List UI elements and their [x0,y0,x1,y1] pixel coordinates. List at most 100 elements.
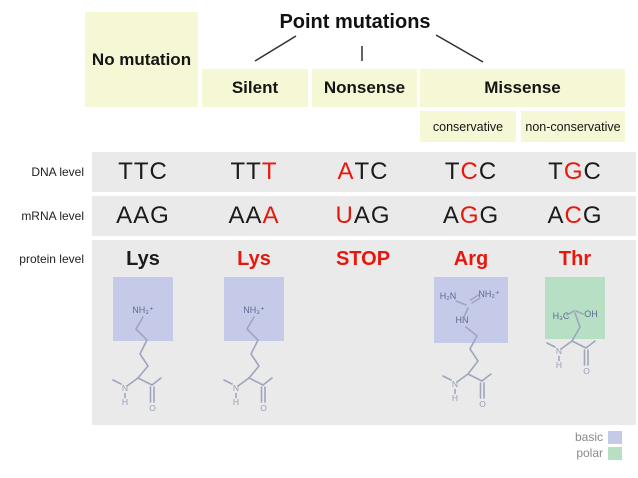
protein-cell: Thr [520,240,630,278]
svg-text:N: N [452,379,458,389]
dna-codon-letter: T [133,158,150,185]
legend-label-polar: polar [576,446,603,460]
svg-text:H: H [122,397,128,407]
threonine-structure-wrap: H₃C OH N H O [530,277,620,389]
dna-codon: TTT [199,152,309,192]
row-label-dna: DNA level [31,165,84,179]
basic-highlight-box [113,277,173,341]
protein-name: Lys [237,247,271,270]
svg-text:O: O [149,403,156,413]
mrna-codon-letter: G [370,202,391,229]
svg-text:NH₂⁺: NH₂⁺ [478,289,499,299]
dna-codon-letter: T [548,158,564,185]
dna-codon-text: TGC [548,158,602,186]
mrna-codon: AAG [88,196,198,236]
svg-text:H₃C: H₃C [553,311,570,321]
svg-text:O: O [479,399,486,409]
dna-codon: TCC [416,152,526,192]
basic-highlight-box [434,277,508,343]
dna-codon-letter: G [563,158,584,185]
branch-missense: Missense [420,69,625,107]
dna-row-band [92,152,636,192]
svg-text:N: N [122,383,128,393]
mrna-codon-letter: G [150,202,170,229]
dna-codon-letter: A [337,158,355,185]
mrna-codon-letter: A [442,202,460,229]
mrna-codon-text: AAA [228,202,279,230]
dna-codon-letter: C [370,158,389,185]
mrna-codon-letter: A [245,202,263,229]
protein-cell: Lys [88,240,198,278]
lysine-structure: NH₃⁺ N H O [112,277,173,413]
dna-codon-letter: T [246,158,262,185]
dna-codon-text: ATC [337,158,388,186]
dna-codon-letter: T [444,158,461,185]
basic-highlight-box [224,277,284,341]
mrna-codon-letter: A [262,202,280,229]
arginine-structure-wrap: H₂N NH₂⁺ HN N H O [426,277,516,427]
mrna-codon: AAA [199,196,309,236]
threonine-structure: H₃C OH N H O [545,277,605,376]
lysine-structure: NH₃⁺ N H O [223,277,284,413]
dna-codon-text: TCC [445,158,497,186]
diagram-title: Point mutations [279,11,431,33]
mrna-codon-letter: G [479,202,500,229]
legend-swatch-basic [608,430,622,444]
mrna-codon-letter: A [228,202,246,229]
svg-text:NH₃⁺: NH₃⁺ [243,305,265,315]
branch-silent: Silent [202,69,308,107]
dna-codon: ATC [308,152,418,192]
mrna-codon-letter: C [564,202,583,229]
dna-codon-letter: T [354,158,371,185]
protein-name: Arg [453,247,489,270]
mrna-row-band [92,196,636,236]
dna-codon-letter: C [478,158,498,185]
svg-text:H: H [452,393,458,403]
svg-text:O: O [260,403,267,413]
dna-codon-letter: T [230,158,247,185]
protein-name: Lys [126,247,160,270]
mrna-codon-letter: A [133,202,151,229]
mrna-codon-letter: A [116,202,134,229]
lysine-structure-wrap: NH₃⁺ N H O [98,277,188,427]
svg-text:O: O [583,366,590,376]
protein-name: Thr [558,247,592,270]
no-mutation-box: No mutation [85,12,198,107]
svg-text:OH: OH [584,309,598,319]
mrna-codon-letter: A [547,202,565,229]
missense-subtype-non-conservative: non-conservative [521,111,625,142]
legend-row-basic: basic [498,429,622,445]
row-label-protein: protein level [19,252,84,266]
branch-nonsense: Nonsense [312,69,417,107]
mrna-codon: UAG [308,196,418,236]
svg-text:N: N [556,346,562,356]
polar-highlight-box [545,277,605,339]
mrna-codon-letter: U [335,202,354,229]
legend-swatch-polar [608,446,622,460]
protein-cell: STOP [308,240,418,278]
column-nonsense: ATC UAG STOP [308,0,418,478]
svg-text:NH₃⁺: NH₃⁺ [132,305,154,315]
svg-text:HN: HN [456,315,469,325]
protein-cell: Arg [416,240,526,278]
mrna-codon-text: ACG [547,202,602,230]
dna-codon: TTC [88,152,198,192]
mrna-codon-text: AGG [443,202,499,230]
dna-codon-letter: C [460,158,479,185]
dna-codon-letter: T [118,158,134,185]
dna-codon-text: TTT [230,158,277,186]
missense-subtype-conservative: conservative [420,111,516,142]
lysine-structure-wrap: NH₃⁺ N H O [209,277,299,427]
protein-cell: Lys [199,240,309,278]
svg-text:H: H [556,360,562,370]
mrna-codon-letter: G [459,202,480,229]
mrna-codon: AGG [416,196,526,236]
mrna-codon: ACG [520,196,630,236]
protein-name: STOP [335,247,391,270]
arginine-structure: H₂N NH₂⁺ HN N H O [434,277,508,409]
svg-text:H₂N: H₂N [440,291,457,301]
legend-row-polar: polar [498,445,622,461]
